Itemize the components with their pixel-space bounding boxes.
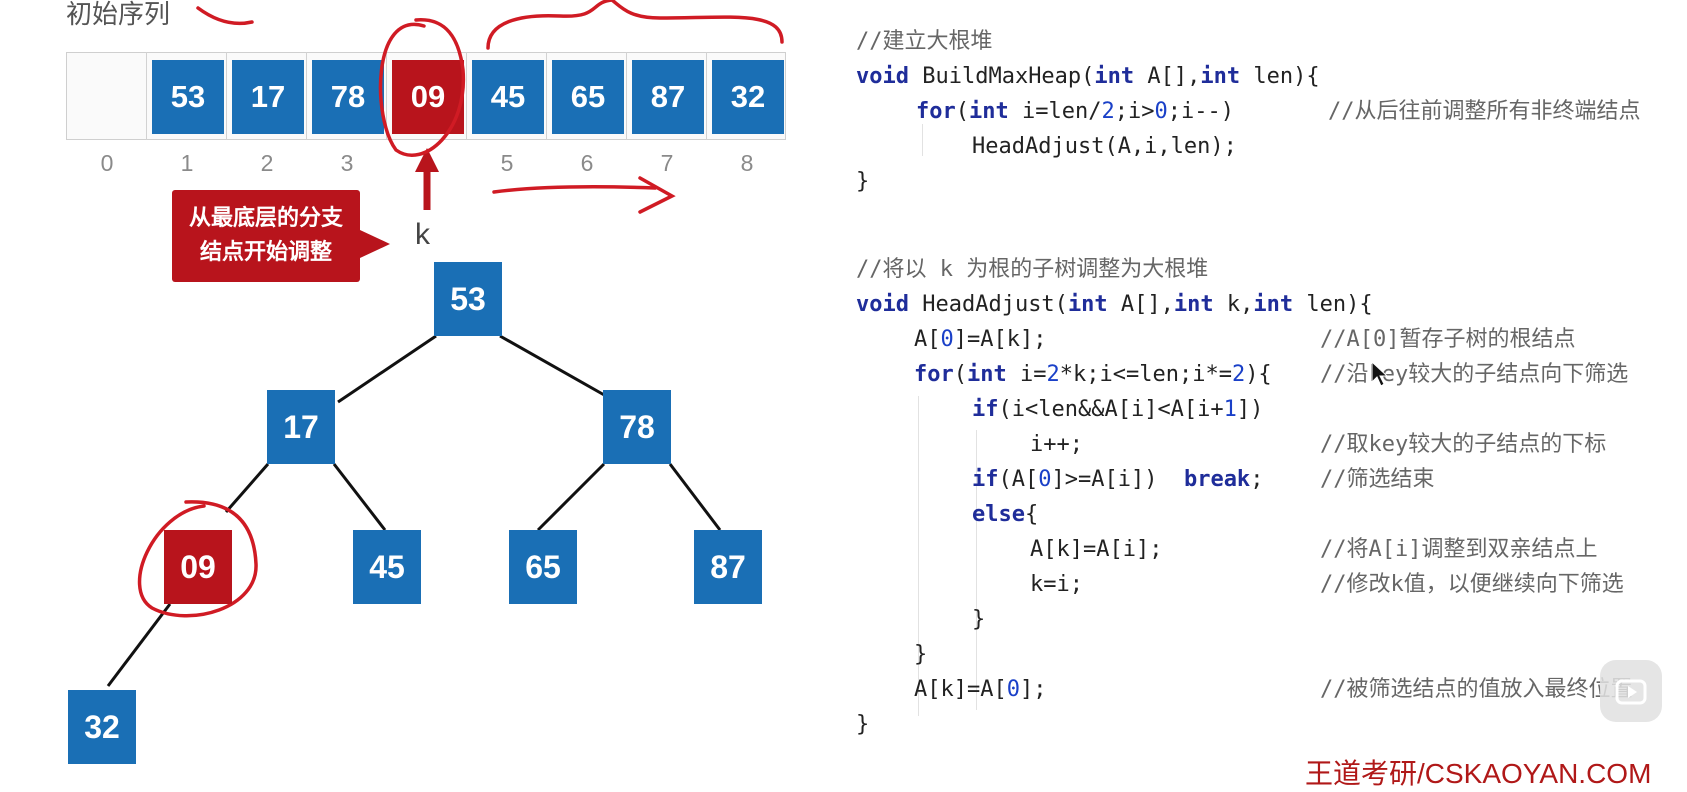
- comment-build-max-heap: //建立大根堆: [856, 29, 993, 54]
- sequence-title: 初始序列: [66, 0, 171, 30]
- array-cell-6: 65: [552, 60, 624, 134]
- code-line-if-compare-children: if(i<len&&A[i]<A[i+1]): [972, 397, 1264, 422]
- cell-divider: [706, 52, 707, 140]
- cell-divider: [146, 52, 147, 140]
- code-line-update-k: k=i;: [1030, 572, 1083, 597]
- edge-53-78: [499, 334, 607, 398]
- edge-17-09: [224, 463, 270, 513]
- annotation-circle-array: [378, 18, 466, 157]
- cell-divider: [226, 52, 227, 140]
- code-line-if-break: if(A[0]>=A[i]) break;: [972, 467, 1264, 492]
- edge-17-45: [332, 463, 387, 531]
- index-label-3: 3: [340, 150, 354, 176]
- index-label-1: 1: [180, 150, 194, 176]
- code-line-headadjust-signature: void HeadAdjust(int A[],int k,int len){: [856, 292, 1373, 317]
- annotation-brace: [486, 0, 784, 50]
- code-line-for-close: }: [914, 642, 928, 667]
- index-label-5: 5: [500, 150, 514, 176]
- callout-box: 从最底层的分支 结点开始调整: [172, 190, 360, 282]
- index-label-7: 7: [660, 150, 674, 176]
- edge-53-17: [337, 334, 437, 404]
- code-line-increment: i++;: [1030, 432, 1083, 457]
- callout-pointer: [360, 230, 390, 258]
- array-cell-2: 17: [232, 60, 304, 134]
- index-label-8: 8: [740, 150, 754, 176]
- index-label-6: 6: [580, 150, 594, 176]
- code-line-buildmaxheap-signature: void BuildMaxHeap(int A[],int len){: [856, 64, 1320, 89]
- handwritten-annotations: [137, 0, 784, 618]
- comment-headadjust: //将以 k 为根的子树调整为大根堆: [856, 257, 1209, 282]
- callout-line-1: 从最底层的分支: [188, 206, 343, 231]
- comment-increment: //取key较大的子结点的下标: [1320, 432, 1607, 457]
- player-control-icon[interactable]: [1600, 660, 1662, 722]
- tree-edges: [106, 334, 722, 687]
- indent-guide: [976, 558, 977, 634]
- k-label: k: [415, 218, 430, 251]
- tree-node-45: 45: [353, 530, 421, 604]
- array-cell-5: 45: [472, 60, 544, 134]
- comment-store-root: //A[0]暂存子树的根结点: [1320, 327, 1576, 352]
- comment-sift-loop: //沿key较大的子结点向下筛选: [1320, 362, 1629, 387]
- cell-divider: [466, 52, 467, 140]
- comment-for-loop: //从后往前调整所有非终端结点: [1328, 99, 1641, 124]
- watermark: 王道考研/CSKAOYAN.COM: [1305, 758, 1652, 789]
- cell-divider: [546, 52, 547, 140]
- edge-09-32: [106, 603, 172, 687]
- code-line-close-brace: }: [856, 169, 870, 194]
- play-icon: [1615, 679, 1647, 705]
- tree-node-65: 65: [509, 530, 577, 604]
- indent-guide: [922, 124, 923, 156]
- code-line-move-up: A[k]=A[i];: [1030, 537, 1163, 562]
- indent-guide: [918, 396, 919, 716]
- array-cell-3: 78: [312, 60, 384, 134]
- array-cell-1: 53: [152, 60, 224, 134]
- comment-break: //筛选结束: [1320, 467, 1435, 492]
- cell-divider: [306, 52, 307, 140]
- up-arrow-head: [415, 148, 439, 172]
- edge-78-65: [536, 462, 606, 532]
- tree-node-87: 87: [694, 530, 762, 604]
- cell-divider: [626, 52, 627, 140]
- index-label-2: 2: [260, 150, 274, 176]
- code-line-store-root: A[0]=A[k];: [914, 327, 1047, 352]
- annotation-arrow-head: [638, 176, 676, 214]
- tree-node-53: 53: [434, 262, 502, 336]
- code-line-for-loop: for(int i=len/2;i>0;i--): [916, 99, 1234, 124]
- cell-divider: [386, 52, 387, 140]
- annotation-right-arrow: [492, 185, 657, 194]
- comment-final-place: //被筛选结点的值放入最终位置: [1320, 677, 1633, 702]
- annotation-stroke-title: [196, 6, 254, 26]
- annotation-circle-node: [137, 500, 258, 618]
- code-line-final-place: A[k]=A[0];: [914, 677, 1047, 702]
- comment-move-up: //将A[i]调整到双亲结点上: [1320, 537, 1598, 562]
- code-line-headadjust-call: HeadAdjust(A,i,len);: [972, 134, 1237, 159]
- code-line-else-close: }: [972, 607, 986, 632]
- index-label-0: 0: [100, 150, 114, 176]
- tree-node-09: 09: [164, 530, 232, 604]
- array-cell-7: 87: [632, 60, 704, 134]
- callout-line-2: 结点开始调整: [199, 240, 332, 265]
- array-cell-4: 09: [392, 60, 464, 134]
- code-line-else: else{: [972, 502, 1039, 527]
- array-cell-8: 32: [712, 60, 784, 134]
- tree-node-32: 32: [68, 690, 136, 764]
- code-line-sift-loop: for(int i=2*k;i<=len;i*=2){: [914, 362, 1272, 387]
- edge-78-87: [668, 463, 722, 531]
- tree-node-78: 78: [603, 390, 671, 464]
- tree-node-17: 17: [267, 390, 335, 464]
- code-line-function-close: }: [856, 712, 870, 737]
- comment-update-k: //修改k值，以便继续向下筛选: [1320, 572, 1624, 597]
